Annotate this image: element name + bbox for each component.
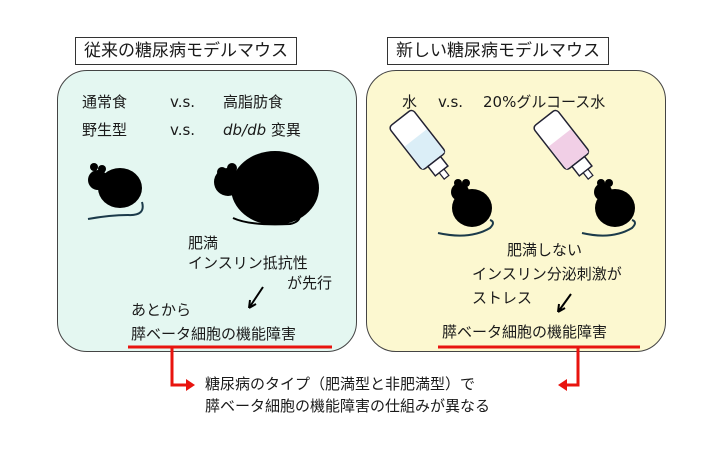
right-row1-a: 水 bbox=[402, 93, 418, 111]
left-row1-a: 通常食 bbox=[82, 93, 128, 111]
left-row2-b: db/db 変異 bbox=[223, 120, 301, 140]
left-note-2: インスリン抵抗性 bbox=[188, 254, 308, 272]
left-title: 従来の糖尿病モデルマウス bbox=[75, 37, 297, 65]
mouse-obese-icon bbox=[214, 151, 319, 226]
left-note-1: 肥満 bbox=[188, 234, 219, 252]
left-row1-vs: v.s. bbox=[170, 93, 196, 111]
red-arrow-right bbox=[565, 347, 580, 387]
red-arrow-left bbox=[170, 347, 188, 387]
mouse-glucose-icon bbox=[581, 179, 636, 237]
conclusion-line-1: 糖尿病のタイプ（肥満型と非肥満型）で bbox=[205, 375, 476, 393]
arrow-right-panel bbox=[557, 293, 572, 313]
water-bottle-icon bbox=[389, 109, 450, 180]
right-note-3: ストレス bbox=[472, 289, 533, 307]
left-result-pre: あとから bbox=[131, 301, 192, 319]
right-note-1: 肥満しない bbox=[507, 241, 583, 259]
right-title: 新しい糖尿病モデルマウス bbox=[387, 37, 609, 65]
left-row2-a: 野生型 bbox=[82, 121, 128, 139]
mouse-normal-icon bbox=[87, 163, 144, 220]
mutation-label: 変異 bbox=[266, 121, 301, 139]
right-note-2: インスリン分泌刺激が bbox=[472, 265, 622, 283]
conclusion-line-2: 膵ベータ細胞の機能障害の仕組みが異なる bbox=[205, 397, 491, 415]
right-row1-vs: v.s. bbox=[438, 93, 464, 111]
glucose-bottle-icon bbox=[533, 109, 594, 180]
left-row1-b: 高脂肪食 bbox=[223, 93, 284, 111]
arrow-left-panel bbox=[248, 286, 264, 309]
left-result: 膵ベータ細胞の機能障害 bbox=[131, 325, 297, 343]
right-row1-b: 20%グルコース水 bbox=[483, 93, 606, 111]
right-result: 膵ベータ細胞の機能障害 bbox=[442, 323, 608, 341]
mouse-water-icon bbox=[437, 179, 494, 237]
db-db-label: db/db bbox=[223, 121, 267, 139]
left-note-3: が先行 bbox=[287, 274, 333, 292]
left-row2-vs: v.s. bbox=[170, 121, 196, 139]
